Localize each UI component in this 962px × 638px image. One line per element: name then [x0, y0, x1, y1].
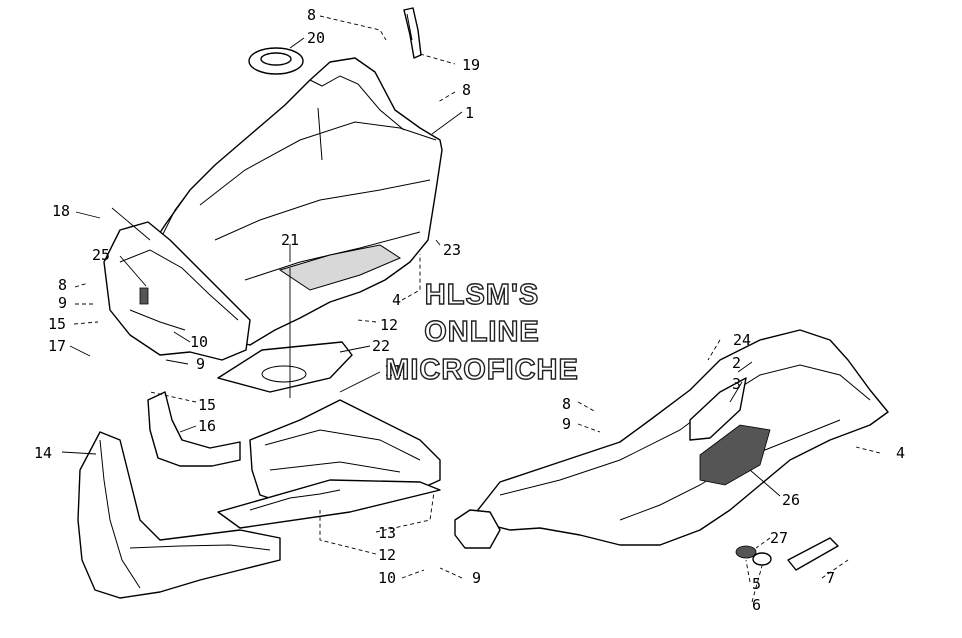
callout-15-mid: 15 [198, 396, 216, 414]
callout-24: 24 [733, 331, 751, 349]
callout-9-left: 9 [58, 294, 67, 312]
part-20-ring [248, 47, 304, 75]
watermark-line-3: MICROFICHE [385, 354, 579, 386]
callout-22: 22 [372, 337, 390, 355]
callout-3: 3 [732, 375, 741, 393]
callout-14: 14 [34, 444, 52, 462]
callout-9-chassis: 9 [562, 415, 571, 433]
callout-16: 16 [198, 417, 216, 435]
callout-8-top: 8 [307, 6, 316, 24]
callout-25: 25 [92, 246, 110, 264]
callout-10-bottom: 10 [378, 569, 396, 587]
callout-19: 19 [462, 56, 480, 74]
part-12-rail-strip [217, 479, 441, 529]
callout-6: 6 [752, 596, 761, 614]
part-5-6-hardware [735, 545, 772, 566]
part-1-upper-console [149, 57, 443, 346]
callout-8-right: 8 [462, 81, 471, 99]
watermark: HLSM'S ONLINE MICROFICHE [384, 278, 579, 386]
part-19-bracket [403, 7, 422, 59]
callout-2: 2 [732, 354, 741, 372]
callout-9-bottom: 9 [472, 569, 481, 587]
watermark-line-1: HLSM'S [425, 279, 539, 311]
callout-4-right: 4 [896, 444, 905, 462]
callout-labels: 8 20 19 8 1 18 21 23 25 8 9 4 12 15 10 1… [34, 6, 905, 614]
callout-12-mid: 12 [380, 316, 398, 334]
callout-1: 1 [465, 104, 474, 122]
callout-11: 11 [384, 362, 402, 380]
watermark-line-2: ONLINE [424, 316, 540, 348]
callout-10-mid: 10 [190, 333, 208, 351]
callout-8-left: 8 [58, 276, 67, 294]
callout-20: 20 [307, 29, 325, 47]
callout-8-chassis: 8 [562, 395, 571, 413]
callout-27: 27 [770, 529, 788, 547]
callout-23: 23 [443, 241, 461, 259]
part-22-floor-plate [217, 341, 353, 393]
part-16-trim [147, 391, 241, 467]
callout-5: 5 [752, 575, 761, 593]
callout-4-mid: 4 [392, 291, 401, 309]
part-18-side-panel [103, 221, 251, 361]
callout-21: 21 [281, 231, 299, 249]
callout-12-bottom: 12 [378, 546, 396, 564]
part-7-plate [787, 537, 839, 571]
part-2-chassis-tunnel [454, 329, 889, 549]
callout-26: 26 [782, 491, 800, 509]
callout-17: 17 [48, 337, 66, 355]
callout-18: 18 [52, 202, 70, 220]
callout-9-mid: 9 [196, 355, 205, 373]
callout-13: 13 [378, 524, 396, 542]
leader-lines [61, 15, 881, 603]
callout-7: 7 [826, 569, 835, 587]
callout-15-left: 15 [48, 315, 66, 333]
part-14-bumper [77, 431, 281, 599]
